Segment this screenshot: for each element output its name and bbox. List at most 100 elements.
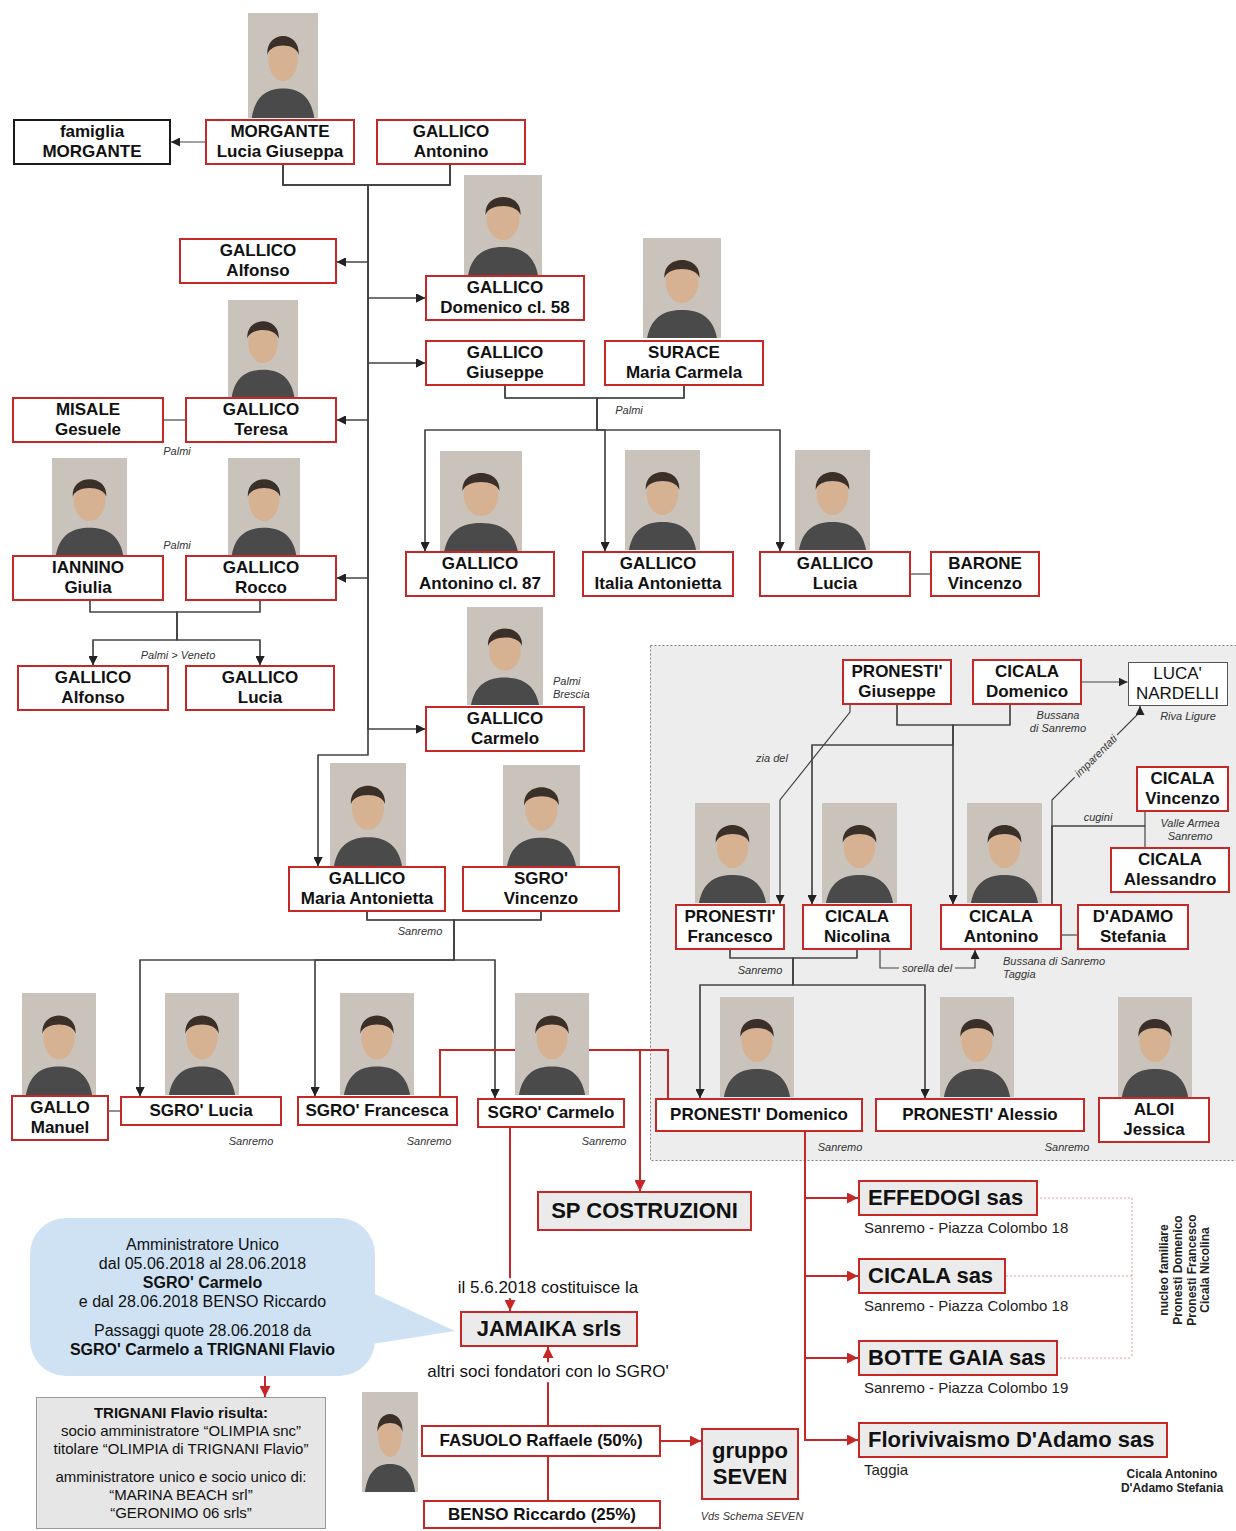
node-text: GALLICO Teresa [193,400,329,440]
node-text: GALLICO Rocco [193,558,329,598]
node-text: GALLICO Italia Antonietta [590,554,726,594]
connector [368,165,450,363]
portrait-photo [52,458,127,555]
connector [597,386,780,551]
person-box: CICALA Antonino [940,904,1062,950]
annotation-label: Palmi > Veneto [141,649,216,662]
node-text: MISALE Gesuele [20,400,156,440]
portrait-photo [720,997,794,1097]
portrait-photo [795,450,870,550]
connector-label: sorella del [899,962,955,975]
node-text: GALLICO Alfonso [25,668,161,708]
node-text: GALLICO Alfonso [187,241,329,281]
person-box: GALLICO Alfonso [17,665,169,711]
person-box: MISALE Gesuele [12,397,164,443]
connector [805,1132,858,1440]
person-box: PRONESTI' Francesco [675,904,785,950]
company-box: SP COSTRUZIONI [537,1191,752,1231]
connector [140,912,541,1096]
connector [109,1110,120,1111]
node-text: CICALA Antonino [948,907,1054,947]
connector-label: il 5.6.2018 costituisce la [455,1278,642,1298]
person-box: CICALA Vincenzo [1136,766,1229,812]
person-box: PRONESTI' Giuseppe [842,659,952,705]
connector [337,165,450,262]
person-box: CICALA Domenico [972,659,1082,705]
note-box: TRIGNANI Flavio risulta: socio amministr… [36,1397,326,1529]
person-box: PRONESTI' Domenico [655,1098,863,1132]
address-text: Sanremo - Piazza Colombo 18 [864,1219,1068,1237]
node-text: gruppo SEVEN [711,1438,789,1490]
family-panel [651,646,1236,1161]
person-box: GALLICO Antonino [376,119,526,165]
person-box: GALLICO Teresa [185,397,337,443]
person-box: BARONE Vincenzo [930,551,1040,597]
node-text: FASUOLO Raffaele (50%) [431,1431,651,1451]
person-box: PRONESTI' Alessio [875,1098,1085,1132]
person-box: GALLICO Carmelo [425,706,585,752]
portrait-photo [515,993,589,1095]
person-box: MORGANTE Lucia Giuseppa [205,119,355,165]
callout-tail [366,1290,455,1345]
portrait-photo [967,803,1042,903]
connector [547,1457,549,1500]
node-text: ALOI Jessica [1106,1100,1202,1140]
person-box: GALLICO Domenico cl. 58 [425,275,585,321]
node-text: D'ADAMO Stefania [1085,907,1181,947]
node-text: MORGANTE Lucia Giuseppa [213,122,347,162]
person-box: GALLICO Alfonso [179,238,337,284]
annotation-label: nucleo familiare Pronesti Domenico Prone… [1158,1214,1213,1325]
annotation-label: Valle Armea Sanremo [1160,817,1219,842]
person-box: GALLICO Giuseppe [425,340,585,386]
connector [547,1347,549,1425]
portrait-photo [22,993,96,1095]
annotation-label: Vds Schema SEVEN [701,1510,804,1523]
person-box: GALLO Manuel [11,1095,109,1141]
node-text: PRONESTI' Giuseppe [850,662,944,702]
node-text: PRONESTI' Domenico [663,1105,855,1125]
person-box: SURACE Maria Carmela [604,340,764,386]
portrait-photo [248,13,318,118]
annotation-label: Sanremo [582,1135,627,1148]
node-text: SGRO' Vincenzo [470,869,612,909]
annotation-label: Cicala Antonino D'Adamo Stefania [1121,1468,1223,1496]
connector [897,705,953,904]
connector [315,912,541,1096]
node-text: famiglia MORGANTE [21,122,163,162]
portrait-photo [503,765,580,866]
node-text: GALLICO Lucia [767,554,903,594]
connector [93,601,260,665]
person-box: CICALA Alessandro [1110,847,1230,893]
company-box: CICALA sasSanremo - Piazza Colombo 18 [858,1258,1006,1294]
connector [140,912,454,1096]
node-text: GALLICO Antonino [384,122,518,162]
callout-bubble: Amministratore Unico dal 05.06.2018 al 2… [30,1218,375,1376]
portrait-photo [340,993,414,1095]
person-box: GALLICO Rocco [185,555,337,601]
annotation-label: Bussana di Sanremo [1030,709,1086,734]
connector [911,573,930,574]
portrait-photo [464,175,542,275]
person-box: LUCA' NARDELLI [1128,662,1228,706]
node-text: PRONESTI' Alessio [883,1105,1077,1125]
portrait-photo [625,450,700,550]
node-text: GALLO Manuel [19,1098,101,1138]
node-text: IANNINO Giulia [20,558,156,598]
node-text: CICALA Domenico [980,662,1074,702]
company-box: JAMAIKA srls [460,1311,638,1347]
connector [505,386,780,551]
annotation-label: Palmi [615,404,643,417]
node-text: BARONE Vincenzo [938,554,1032,594]
address-text: Sanremo - Piazza Colombo 19 [864,1379,1068,1397]
annotation-label: Sanremo [229,1135,274,1148]
portrait-photo [467,607,543,705]
annotation-label: Palmi [163,539,191,552]
person-box: GALLICO Lucia [759,551,911,597]
connector [425,386,597,551]
node-text: SGRO' Francesca [305,1101,450,1121]
person-box: IANNINO Giulia [12,555,164,601]
node-text: Passaggi quote 28.06.2018 da SGRO' Carme… [42,1321,363,1359]
node-text: BENSO Riccardo (25%) [433,1505,651,1525]
connector [805,1132,858,1276]
portrait-photo [695,803,770,903]
